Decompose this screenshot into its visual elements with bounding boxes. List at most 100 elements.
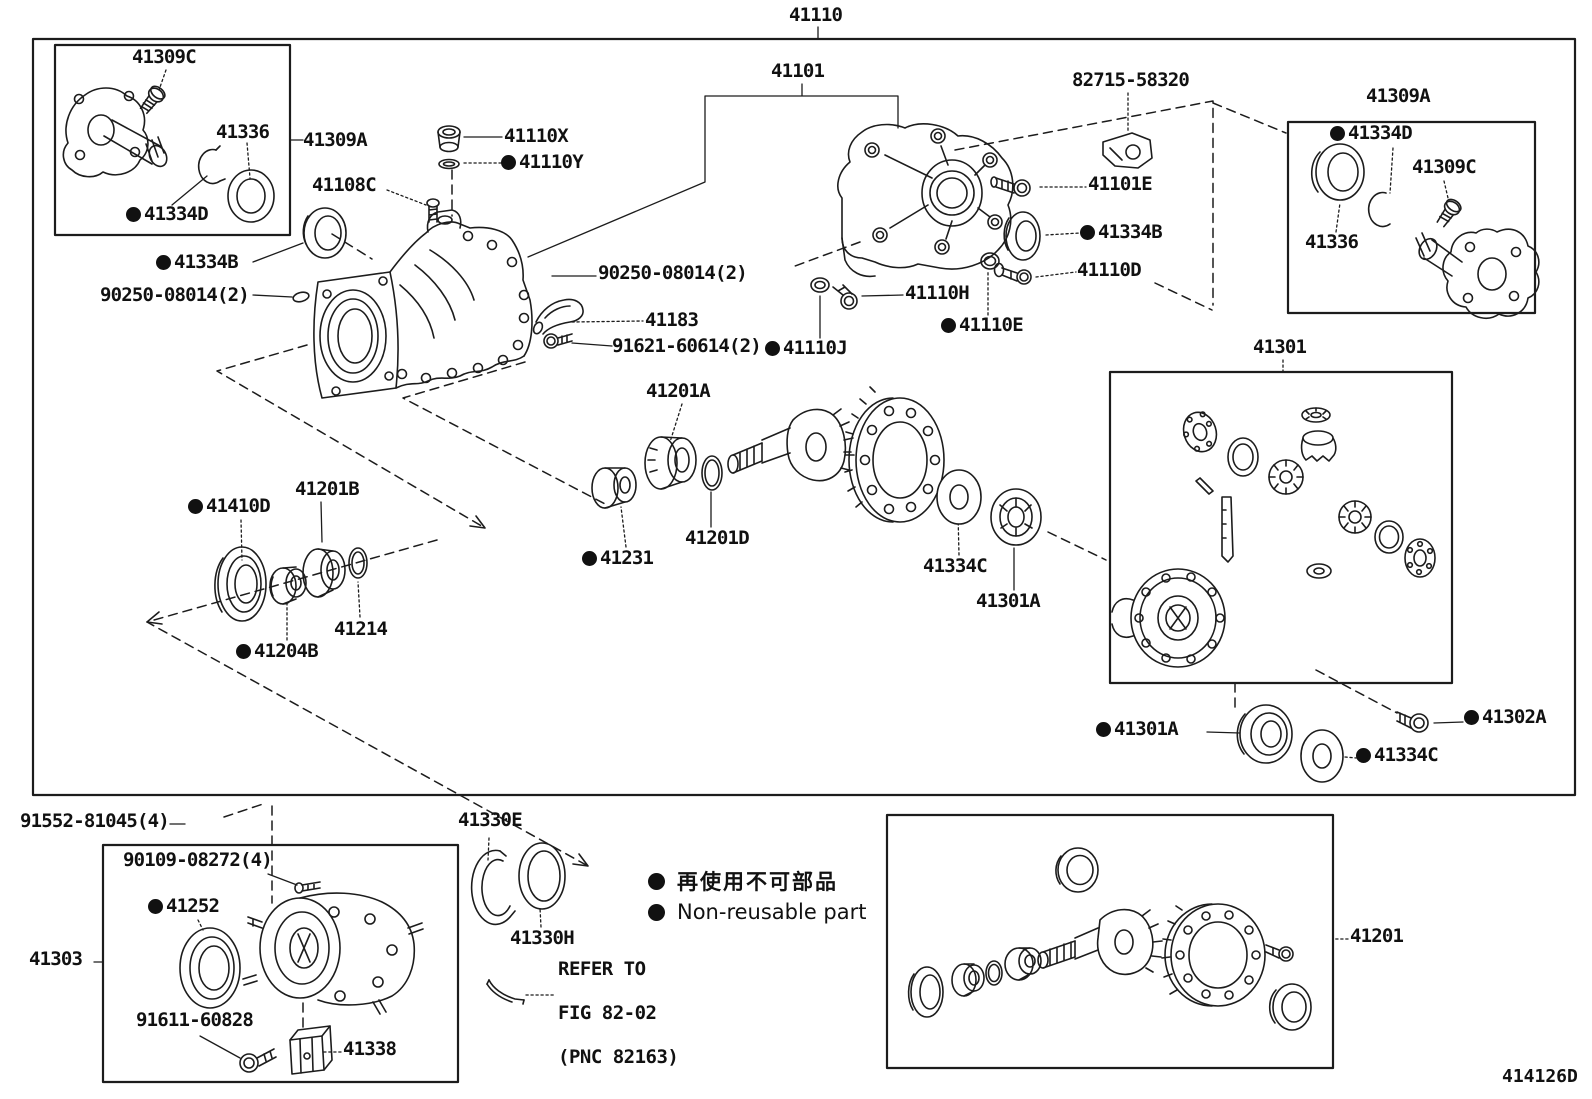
part-number-text: 41301	[1253, 336, 1307, 358]
part-label-41302A-36: 41302A	[1464, 707, 1547, 727]
part-number-text: 41110X	[504, 125, 569, 147]
seal-41410d	[214, 546, 267, 622]
diff-pinion-small	[1338, 500, 1372, 534]
part-number-text: 41214	[334, 618, 388, 640]
part-label-90250080142-17: 90250-08014(2)	[100, 284, 250, 306]
part-label-41309C-4: 41309C	[132, 46, 197, 68]
part-label-8271558320-2: 82715-58320	[1072, 69, 1190, 91]
refer-line-2: FIG 82-02	[558, 1002, 657, 1024]
part-label-41330H-43: 41330H	[510, 927, 575, 949]
box-41309a-left	[53, 43, 292, 237]
plug-41110d	[993, 262, 1032, 285]
main-case-drawing	[313, 209, 533, 399]
companion-flange-left-drawing	[62, 85, 275, 223]
part-label-41201-46: 41201	[1350, 925, 1404, 947]
part-label-41201B-28: 41201B	[295, 479, 360, 499]
non-reusable-bullet-icon	[1080, 224, 1095, 240]
part-number-text: 41231	[600, 547, 654, 569]
leader-lines	[93, 26, 1464, 1059]
plug-41110x	[437, 125, 461, 153]
part-label-91552810454-38: 91552-81045(4)	[20, 810, 170, 832]
snap-ring-41334d-right	[1367, 191, 1391, 228]
part-label-41334D-13: 41334D	[126, 204, 209, 224]
part-number-text: 41309A	[303, 129, 368, 151]
ring-41330e	[470, 849, 516, 926]
bolt-91611	[239, 1048, 277, 1073]
washer-41334c-mid	[936, 469, 982, 525]
part-number-text: 41410D	[206, 495, 271, 517]
part-number-text: 41301A	[1114, 718, 1179, 740]
dashed-arrowheads	[146, 515, 589, 867]
part-label-41110E-23: 41110E	[941, 314, 1024, 336]
refer-line-1: REFER TO	[558, 958, 646, 980]
part-label-41110Y-9: 41110Y	[501, 151, 584, 173]
part-label-41336-8: 41336	[216, 122, 270, 142]
non-reusable-bullet-icon	[1330, 125, 1345, 141]
ring-gear-main	[843, 386, 945, 523]
part-label-41301A-35: 41301A	[1096, 718, 1179, 740]
drive-pinion	[727, 408, 855, 482]
non-reusable-bullet-icon	[1464, 709, 1479, 725]
part-label-41410D-27: 41410D	[188, 495, 271, 517]
part-label-41334C-37: 41334C	[1356, 745, 1439, 765]
non-reusable-bullet-icon	[236, 643, 251, 659]
part-label-41303-42: 41303	[29, 949, 83, 969]
part-label-41330E-41: 41330E	[458, 810, 523, 830]
oring-41201d	[701, 455, 723, 491]
pinion-shaft	[1221, 496, 1234, 563]
bolt-41302a	[1396, 711, 1429, 733]
part-label-41101E-12: 41101E	[1088, 173, 1153, 195]
box-41303	[101, 843, 460, 1084]
part-number-text: 41110E	[959, 314, 1024, 336]
bolt-41108c	[426, 198, 440, 223]
part-label-41201D-29: 41201D	[685, 527, 750, 549]
part-number-text: 41110Y	[519, 151, 584, 173]
part-number-text: 41101E	[1088, 173, 1153, 195]
box-41309a-right	[1286, 120, 1537, 315]
snap-ring-41214	[348, 547, 368, 579]
part-label-41110H-20: 41110H	[905, 283, 970, 303]
part-label-41301A-32: 41301A	[976, 591, 1041, 611]
part-number-text: 91611-60828	[136, 1009, 254, 1031]
box-41201	[885, 813, 1335, 1070]
bolt-41309c-right	[1436, 198, 1462, 228]
assembly-frames	[31, 37, 1577, 1084]
part-label-41108C-11: 41108C	[312, 174, 377, 196]
diff-case	[1111, 568, 1226, 668]
diff-kit-drawing	[1111, 407, 1436, 668]
refer-pipe	[486, 979, 525, 1005]
legend: 再使用不可部品 Non-reusable part	[648, 866, 866, 928]
part-number-text: 41201A	[646, 380, 711, 402]
bearing-41301a-mid	[990, 488, 1042, 546]
part-label-41101-1: 41101	[771, 61, 825, 81]
part-label-41309C-10: 41309C	[1412, 156, 1477, 178]
part-number-text: 41309C	[132, 46, 197, 68]
part-number-text: 41330H	[510, 927, 575, 949]
part-number-text: 41201D	[685, 527, 750, 549]
part-label-41309A-3: 41309A	[1366, 86, 1431, 106]
part-number-text: 41334D	[1348, 122, 1413, 144]
gasket-41110y	[438, 158, 460, 170]
final-gear-kit-drawing	[907, 847, 1312, 1031]
bearing-41201a	[644, 436, 697, 490]
part-number-text: 91621-60614(2)	[612, 335, 762, 357]
part-number-text: 90250-08014(2)	[100, 284, 250, 306]
bracket-82715	[1102, 132, 1153, 169]
plug-90250-left	[292, 291, 310, 303]
part-number-text: 91552-81045(4)	[20, 810, 170, 832]
part-number-text: 41338	[343, 1038, 397, 1060]
star-washer-right	[1404, 538, 1436, 578]
part-number-text: 41309C	[1412, 156, 1477, 178]
damper-41338	[289, 1025, 333, 1075]
bearing-41301a-bottom	[1236, 704, 1293, 764]
part-label-41231-30: 41231	[582, 547, 654, 569]
part-number-text: 41110J	[783, 337, 848, 359]
part-number-text: 41108C	[312, 174, 377, 196]
part-number-text: 82715-58320	[1072, 69, 1190, 91]
ring-41330h	[518, 842, 566, 910]
seal-41334b-left-drawing	[302, 207, 347, 259]
part-number-text: 41201	[1350, 925, 1404, 947]
box-41301	[1108, 370, 1454, 685]
companion-flange-right-drawing	[1310, 143, 1540, 319]
